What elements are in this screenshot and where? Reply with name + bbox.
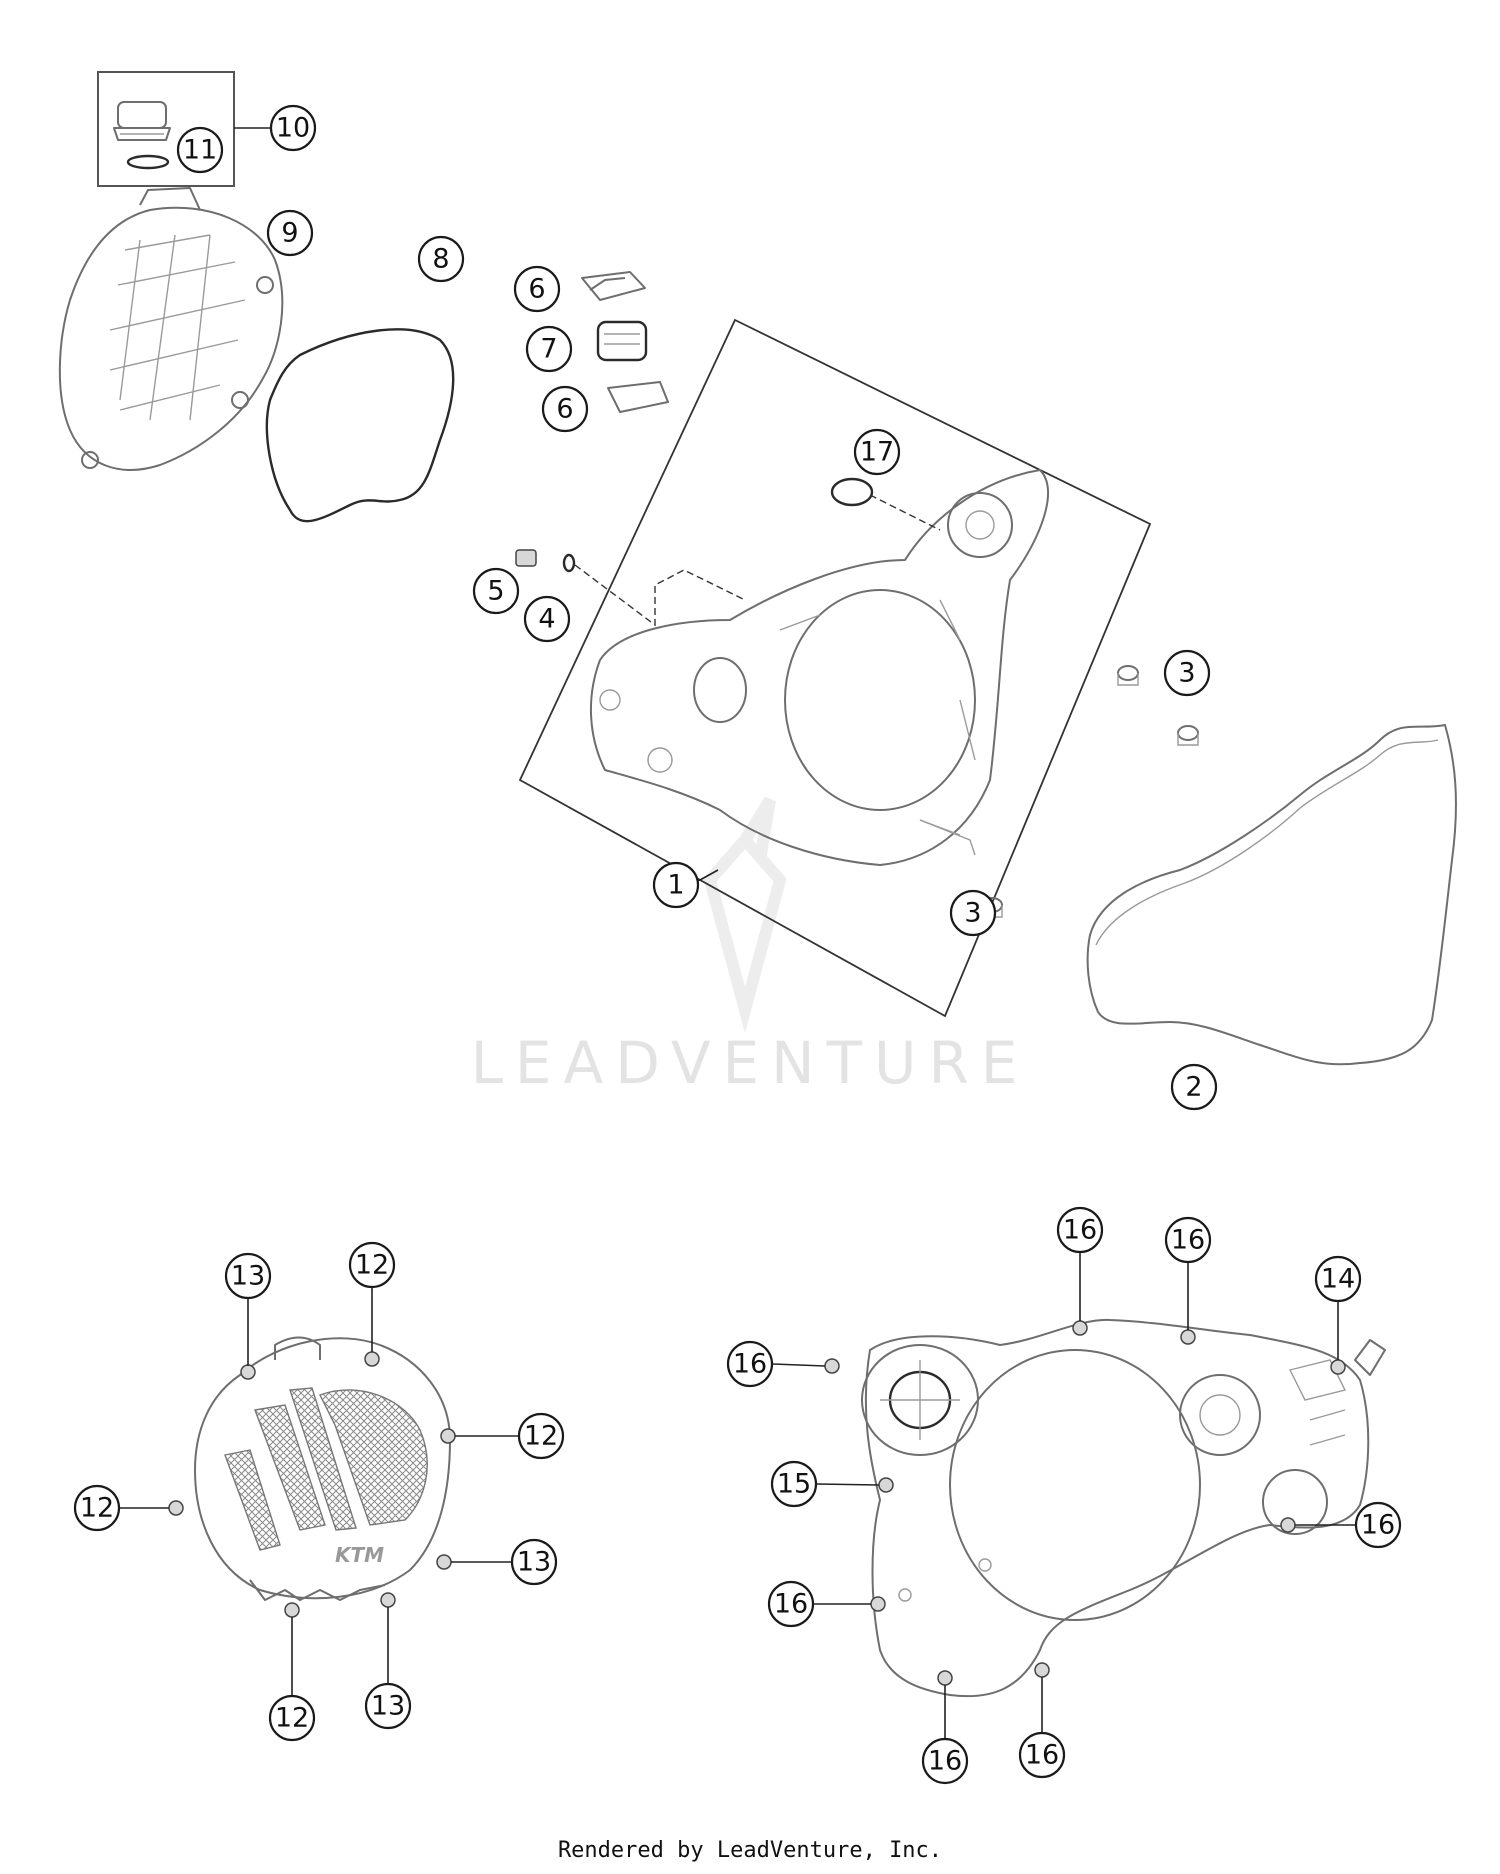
callout-9: 9 bbox=[266, 209, 314, 257]
svg-text:6: 6 bbox=[528, 274, 545, 305]
svg-text:12: 12 bbox=[80, 1493, 114, 1524]
callout-11: 11 bbox=[176, 126, 224, 174]
svg-text:6: 6 bbox=[556, 394, 573, 425]
callout-12-left: 12 bbox=[73, 1484, 121, 1532]
svg-text:16: 16 bbox=[1025, 1740, 1059, 1771]
filler-plug bbox=[113, 101, 171, 141]
svg-text:16: 16 bbox=[1171, 1225, 1205, 1256]
svg-text:1: 1 bbox=[667, 870, 684, 901]
outer-cover-bolts bbox=[168, 1351, 456, 1618]
svg-text:5: 5 bbox=[487, 576, 504, 607]
watermark-logo bbox=[703, 796, 787, 1034]
callout-10: 10 bbox=[269, 104, 317, 152]
svg-text:16: 16 bbox=[774, 1589, 808, 1620]
svg-text:3: 3 bbox=[964, 898, 981, 929]
inner-cover-assembly bbox=[861, 1318, 1386, 1698]
callout-16-bottom-a: 16 bbox=[921, 1737, 969, 1785]
callout-3-lower: 3 bbox=[949, 889, 997, 937]
svg-text:12: 12 bbox=[524, 1421, 558, 1452]
oil-screen-7 bbox=[596, 320, 648, 362]
callout-12-right: 12 bbox=[517, 1412, 565, 1460]
footer-credit: Rendered by LeadVenture, Inc. bbox=[557, 1838, 943, 1863]
kit-box-10 bbox=[97, 71, 235, 187]
inner-clutch-cover-1 bbox=[590, 469, 1049, 866]
bolt-5 bbox=[515, 549, 537, 567]
callout-12-bottom: 12 bbox=[268, 1694, 316, 1742]
svg-text:10: 10 bbox=[276, 113, 310, 144]
svg-text:17: 17 bbox=[860, 437, 894, 468]
callout-1: 1 bbox=[652, 861, 700, 909]
svg-text:2: 2 bbox=[1185, 1072, 1202, 1103]
gasket-plate-6-top bbox=[581, 271, 646, 301]
callout-16-top-a: 16 bbox=[1056, 1206, 1104, 1254]
callout-16-bottom-b: 16 bbox=[1018, 1731, 1066, 1779]
gasket-plate-6-bottom bbox=[607, 381, 669, 413]
callout-12-top: 12 bbox=[348, 1241, 396, 1289]
callout-15: 15 bbox=[770, 1460, 818, 1508]
svg-text:16: 16 bbox=[1063, 1215, 1097, 1246]
callout-17: 17 bbox=[853, 428, 901, 476]
svg-text:3: 3 bbox=[1178, 658, 1195, 689]
dowel-3 bbox=[981, 665, 1199, 918]
seal-17 bbox=[830, 477, 874, 507]
callout-16-right: 16 bbox=[1354, 1501, 1402, 1549]
svg-text:4: 4 bbox=[538, 604, 555, 635]
svg-text:12: 12 bbox=[355, 1250, 389, 1281]
callout-6-upper: 6 bbox=[513, 265, 561, 313]
callout-13-right: 13 bbox=[510, 1538, 558, 1586]
svg-text:11: 11 bbox=[183, 135, 217, 166]
kit-box-1 bbox=[518, 318, 1152, 1018]
o-ring-11 bbox=[126, 154, 170, 170]
callout-7: 7 bbox=[525, 325, 573, 373]
svg-text:9: 9 bbox=[281, 218, 298, 249]
svg-text:15: 15 bbox=[777, 1469, 811, 1500]
inner-cover-bolts bbox=[824, 1320, 1346, 1686]
svg-text:13: 13 bbox=[371, 1691, 405, 1722]
svg-text:8: 8 bbox=[432, 244, 449, 275]
callout-13-bottom: 13 bbox=[364, 1682, 412, 1730]
gasket-2 bbox=[1086, 724, 1457, 1066]
outer-cover-assembly: KTM bbox=[194, 1336, 451, 1601]
callout-16-top-b: 16 bbox=[1164, 1216, 1212, 1264]
callout-16-left-bottom: 16 bbox=[767, 1580, 815, 1628]
svg-text:13: 13 bbox=[517, 1547, 551, 1578]
callout-6-lower: 6 bbox=[541, 385, 589, 433]
svg-text:14: 14 bbox=[1321, 1264, 1355, 1295]
svg-text:16: 16 bbox=[733, 1349, 767, 1380]
callout-4: 4 bbox=[523, 595, 571, 643]
svg-text:KTM: KTM bbox=[335, 1543, 384, 1567]
callout-16-left-top: 16 bbox=[726, 1340, 774, 1388]
callout-2: 2 bbox=[1170, 1063, 1218, 1111]
gasket-8 bbox=[265, 328, 455, 523]
svg-text:16: 16 bbox=[1361, 1510, 1395, 1541]
callout-14: 14 bbox=[1314, 1255, 1362, 1303]
callout-5: 5 bbox=[472, 567, 520, 615]
callout-3-upper: 3 bbox=[1163, 649, 1211, 697]
svg-text:13: 13 bbox=[231, 1261, 265, 1292]
watermark-text: LEADVENTURE bbox=[471, 1029, 1030, 1097]
callout-8: 8 bbox=[417, 235, 465, 283]
svg-text:7: 7 bbox=[540, 334, 557, 365]
washer-4 bbox=[562, 553, 576, 573]
outer-clutch-cover-9 bbox=[58, 187, 284, 471]
callout-13-top: 13 bbox=[224, 1252, 272, 1300]
svg-text:12: 12 bbox=[275, 1703, 309, 1734]
svg-text:16: 16 bbox=[928, 1746, 962, 1777]
